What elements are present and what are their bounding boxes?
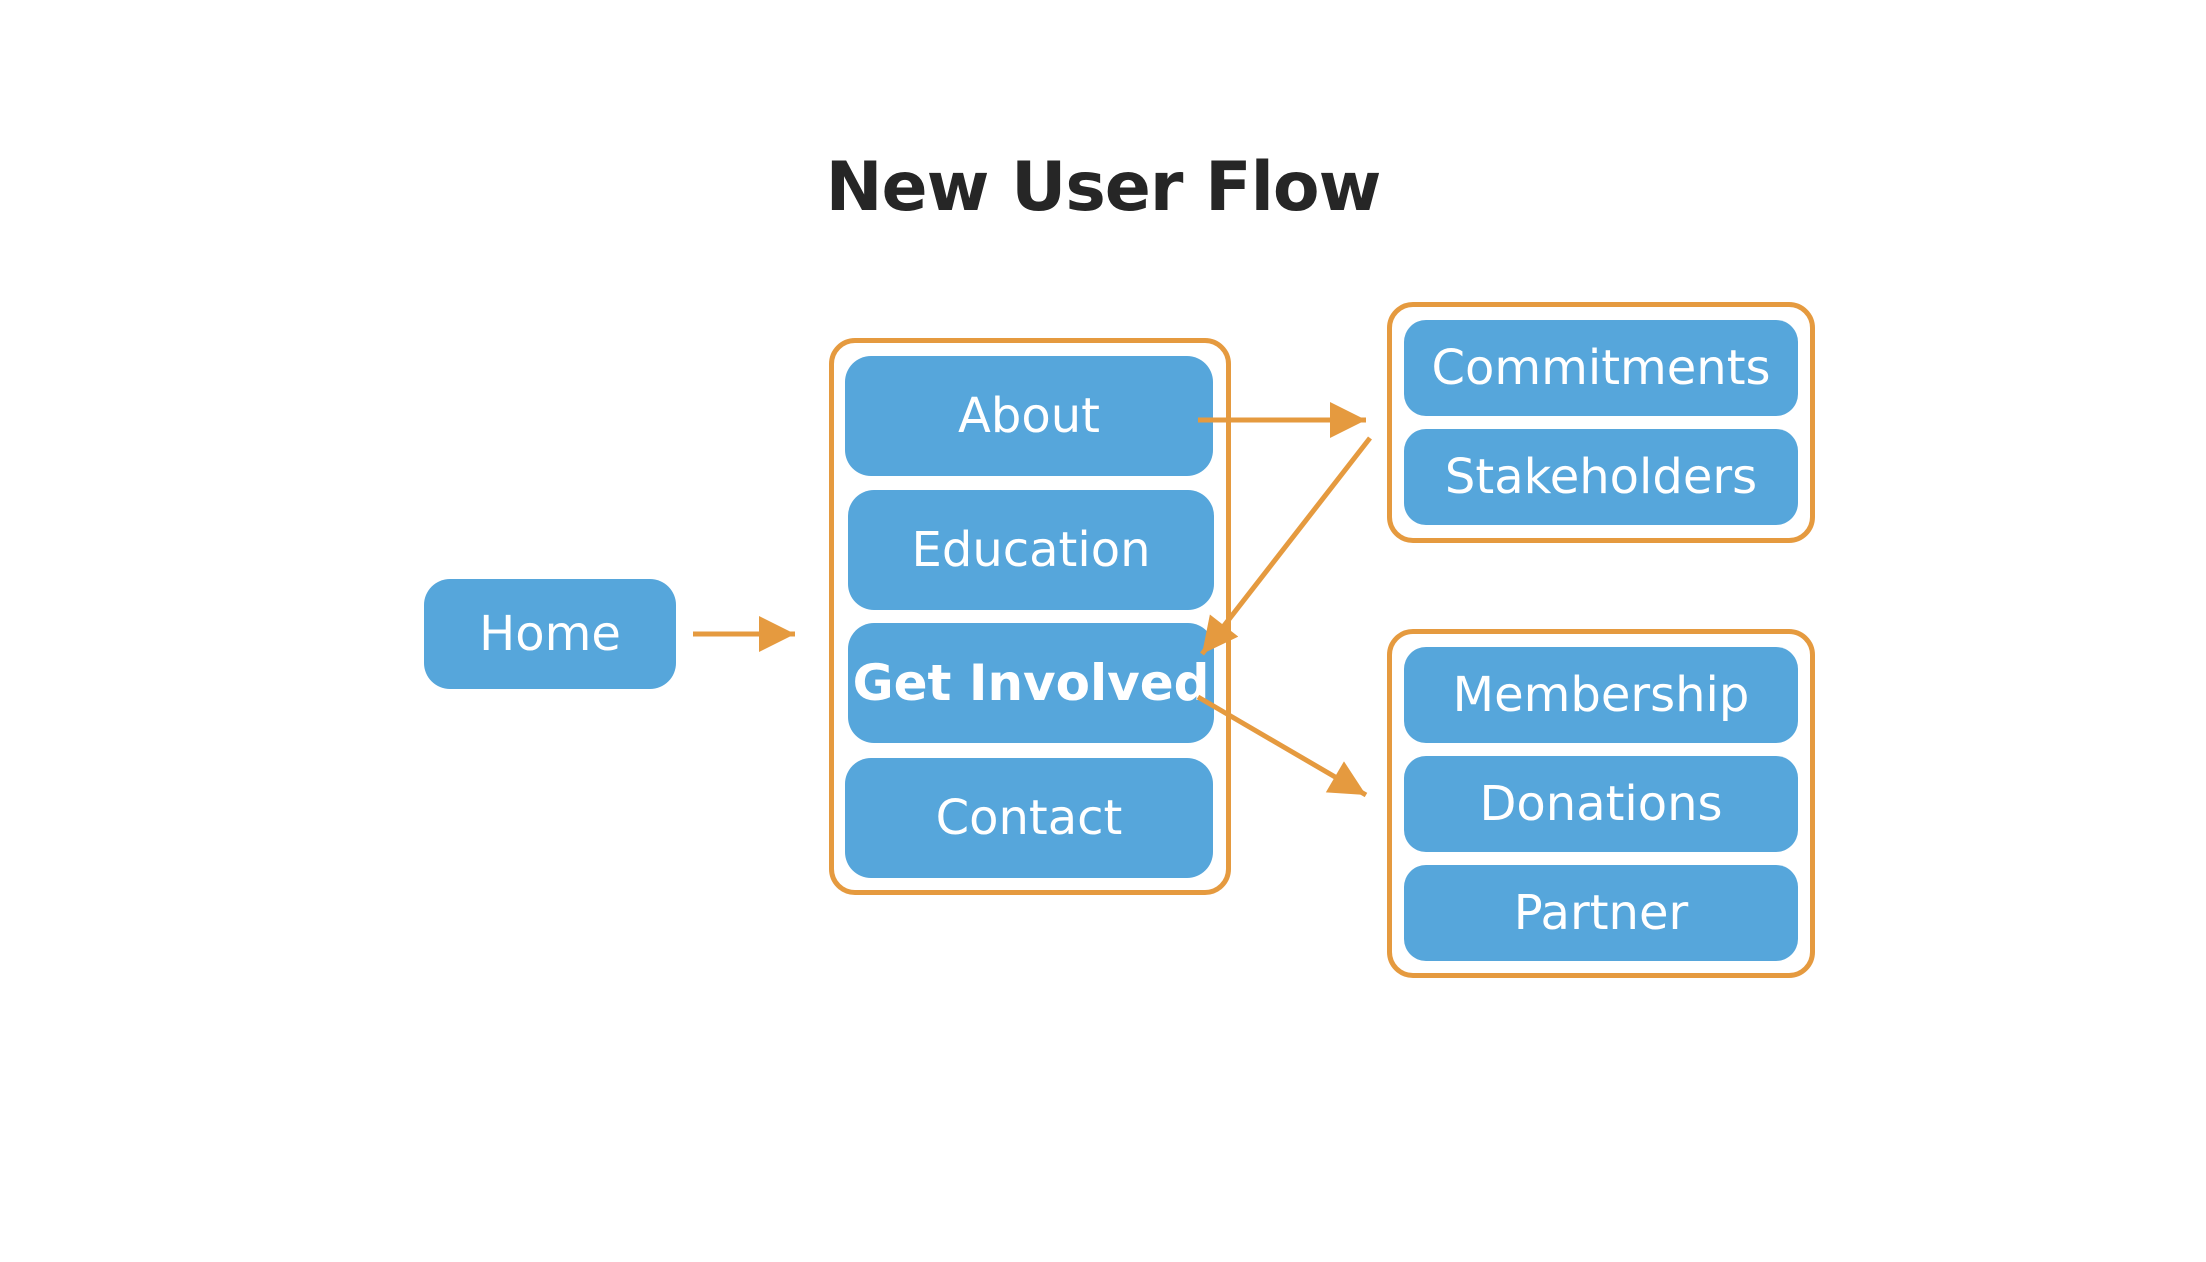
stakeholders-node: Stakeholders bbox=[1404, 429, 1798, 525]
education-node: Education bbox=[848, 490, 1214, 610]
home-node: Home bbox=[424, 579, 676, 689]
arrow-get-involved-to-subpages bbox=[1196, 694, 1368, 798]
donations-node: Donations bbox=[1404, 756, 1798, 852]
about-node: About bbox=[845, 356, 1213, 476]
arrow-subpages-to-get-involved bbox=[1200, 436, 1372, 656]
get-involved-subpages-group bbox=[1387, 629, 1815, 978]
get-involved-node: Get Involved bbox=[848, 623, 1214, 743]
membership-node: Membership bbox=[1404, 647, 1798, 743]
contact-node: Contact bbox=[845, 758, 1213, 878]
diagram-title: New User Flow bbox=[825, 148, 1382, 227]
about-subpages-group bbox=[1387, 302, 1815, 543]
commitments-node: Commitments bbox=[1404, 320, 1798, 416]
partner-node: Partner bbox=[1404, 865, 1798, 961]
